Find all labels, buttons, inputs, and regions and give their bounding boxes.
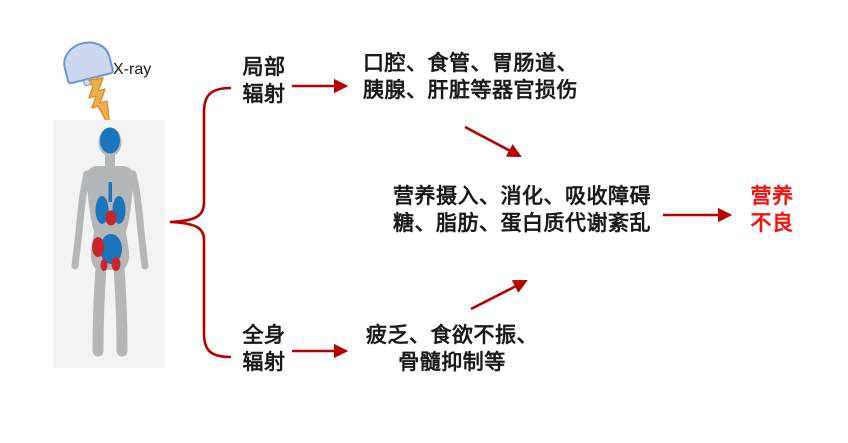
liver-icon bbox=[92, 237, 104, 257]
branch-brace bbox=[169, 86, 232, 359]
systemic-symptoms-text: 疲乏、食欲不振、 骨髓抑制等 bbox=[366, 324, 538, 374]
xray-label: X-ray bbox=[113, 61, 152, 78]
lung-left-icon bbox=[95, 196, 109, 224]
metabolic-disorder-text: 营养摄入、消化、吸收障碍 糖、脂肪、蛋白质代谢紊乱 bbox=[393, 185, 651, 235]
kidney-left-icon bbox=[100, 259, 108, 271]
local-radiation-label: 局部 辐射 bbox=[242, 56, 286, 106]
local-damage-text: 口腔、食管、胃肠道、 胰腺、肝脏等器官损伤 bbox=[363, 52, 578, 102]
xray-machine-icon bbox=[63, 41, 114, 129]
kidney-right-icon bbox=[111, 257, 121, 271]
arrow-symptoms-to-metabolic bbox=[470, 280, 528, 311]
brain-icon bbox=[100, 127, 120, 154]
body-organs bbox=[92, 127, 126, 271]
arrow-damage-to-metabolic bbox=[464, 125, 522, 158]
malnutrition-outcome-label: 营养 不良 bbox=[750, 185, 794, 235]
digestive-organs-icon bbox=[100, 234, 122, 264]
human-body-illustration bbox=[53, 120, 165, 368]
systemic-radiation-label: 全身 辐射 bbox=[242, 324, 286, 374]
heart-icon bbox=[105, 210, 117, 226]
